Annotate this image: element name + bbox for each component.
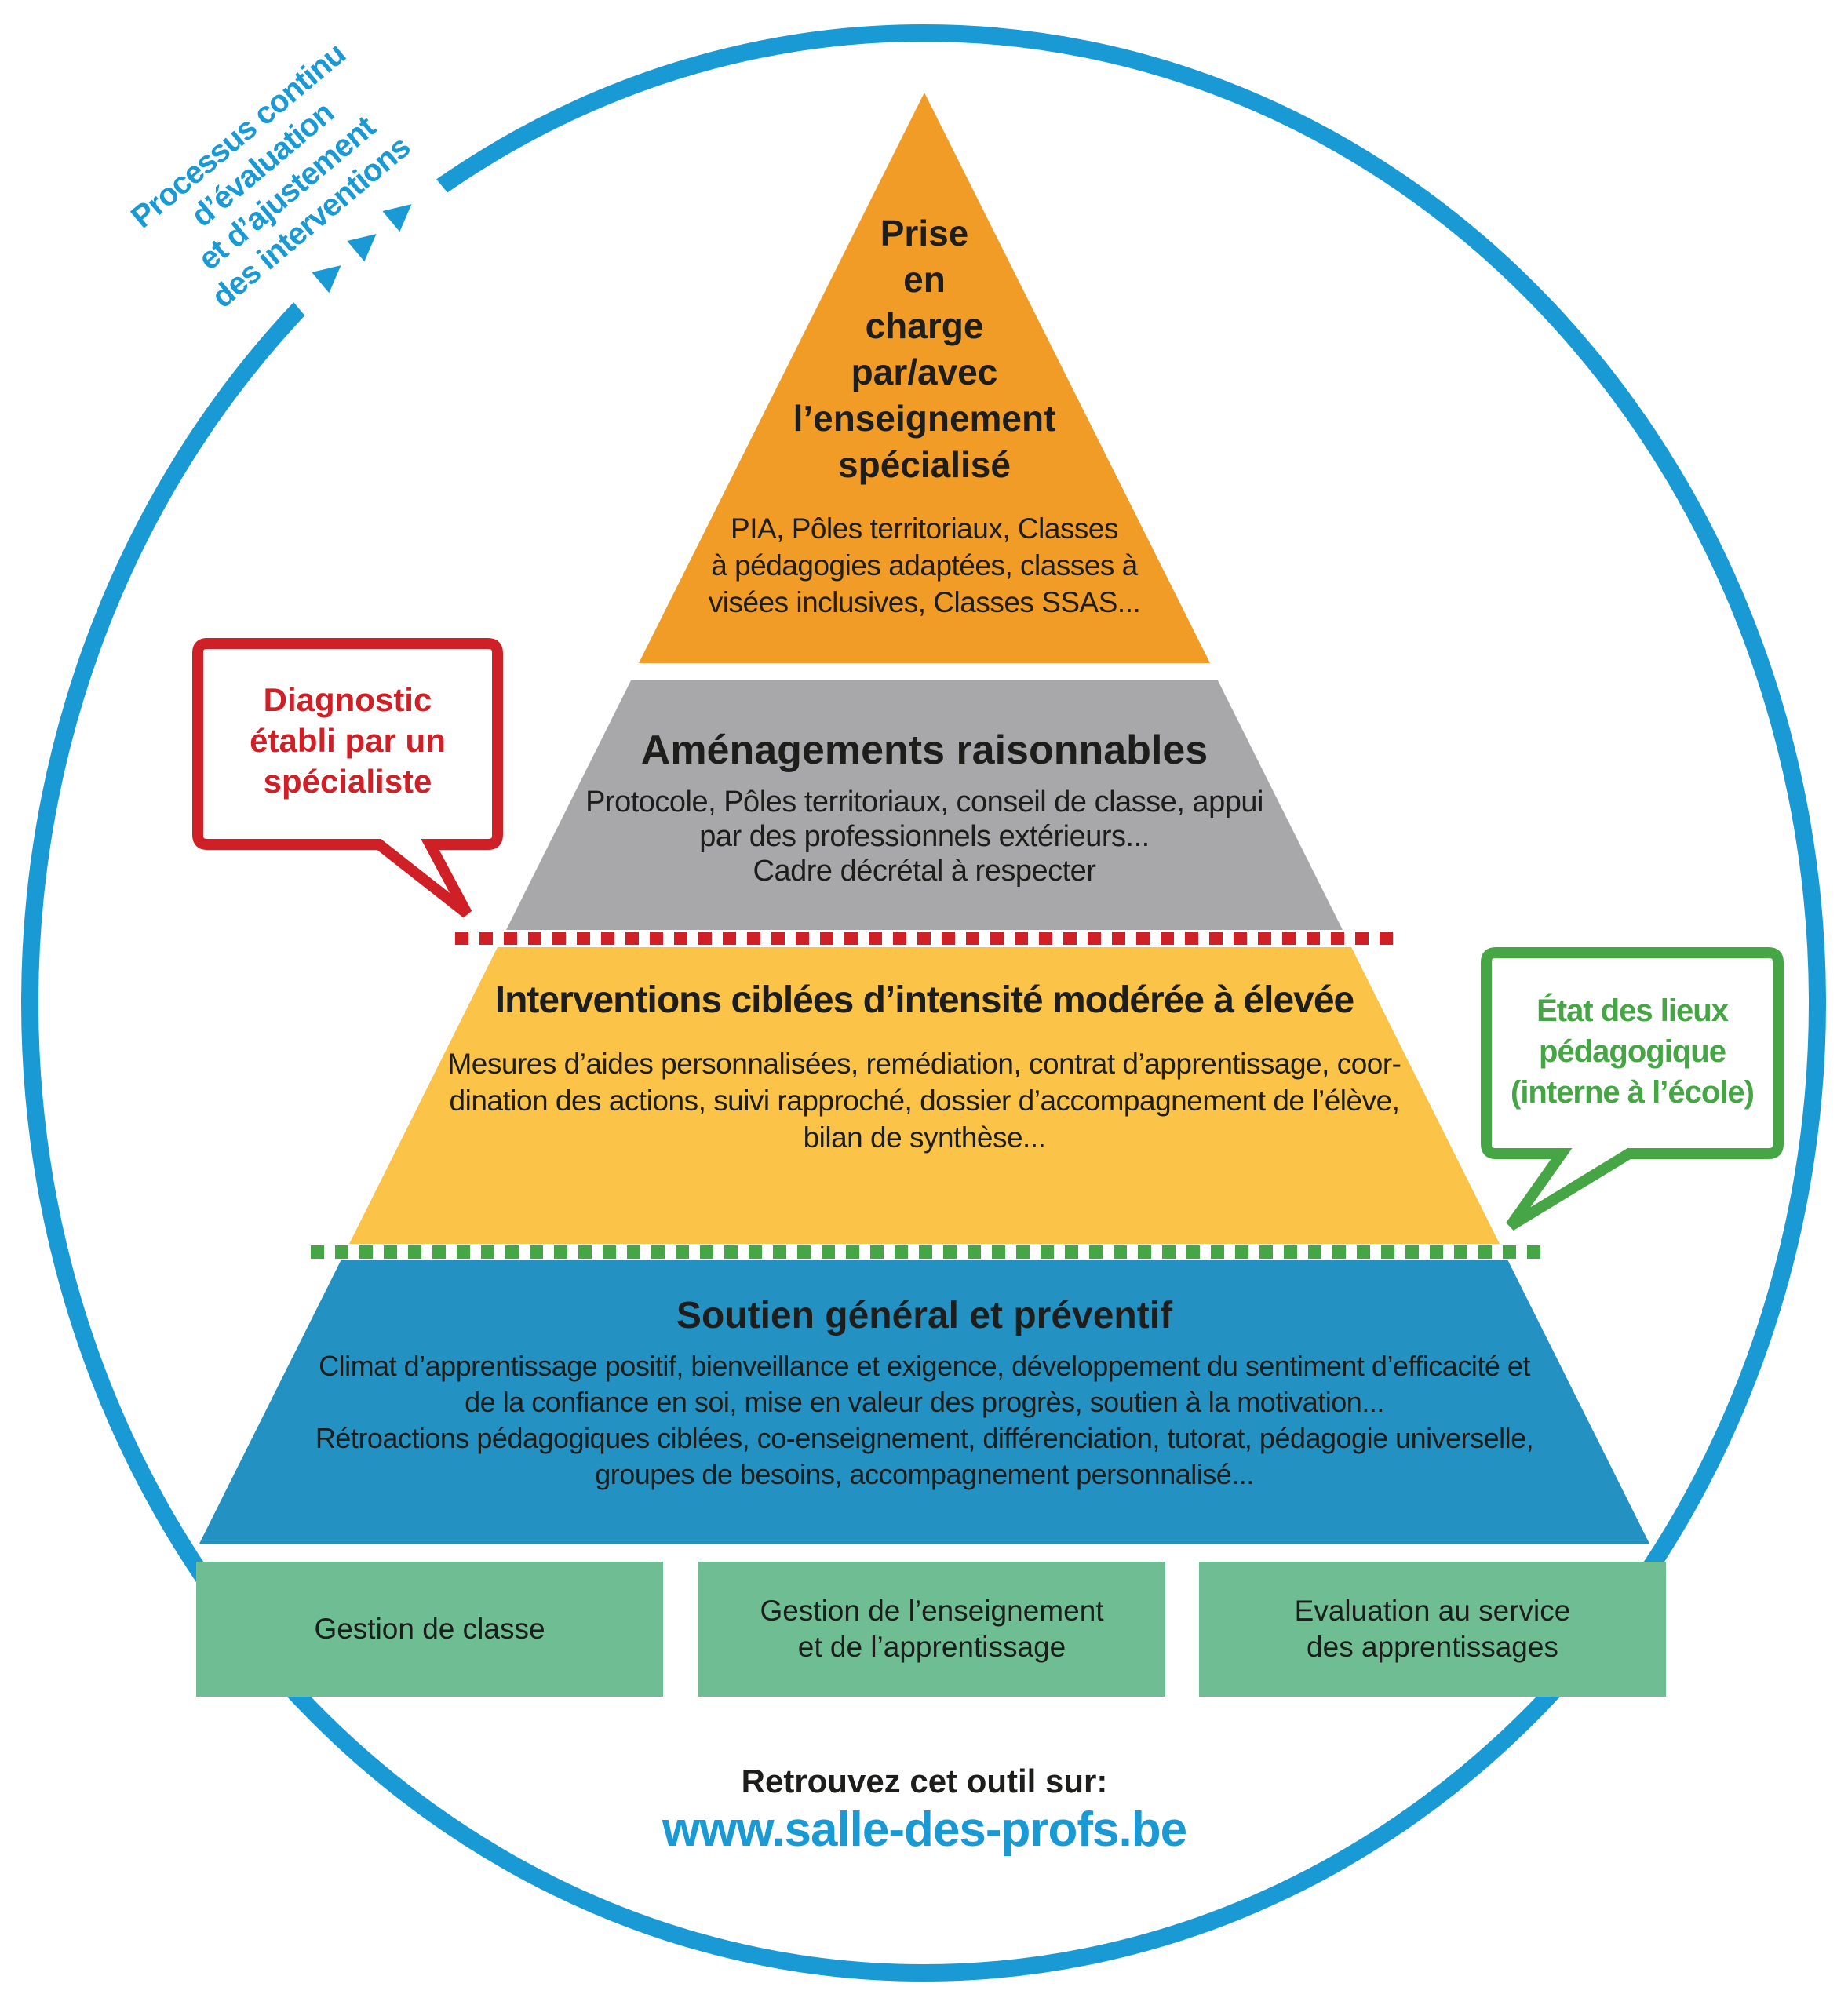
level-2-heading: Aménagements raisonnables [640,727,1208,773]
etat-des-lieux-callout-text: État des lieux pédagogique (interne à l’… [1511,994,1755,1110]
level-4-heading: Soutien général et préventif [676,1295,1173,1336]
level-1-details: PIA, Pôles territoriaux, Classes à pédag… [708,512,1141,618]
level-3-details: Mesures d’aides personnalisées, remédiat… [447,1048,1401,1154]
level-2-details: Protocole, Pôles territoriaux, conseil d… [585,786,1263,888]
foundation-box-gestion-de-classe: Gestion de classe [196,1562,663,1697]
foundation-box-label: Gestion de l’enseignement et de l’appren… [760,1595,1104,1663]
green-dashed-separator [311,1245,1540,1259]
level-3-heading: Interventions ciblées d’intensité modéré… [494,979,1354,1021]
diagnostic-callout-bubble [192,638,503,918]
footer-website-url: www.salle-des-profs.be [662,1803,1187,1857]
foundation-box-label: Evaluation au service des apprentissages [1294,1595,1571,1663]
level-4-details: Climat d’apprentissage positif, bienveil… [315,1350,1534,1490]
footer-find-label: Retrouvez cet outil sur: [741,1763,1108,1799]
foundation-box-label: Gestion de classe [314,1613,545,1645]
etat-des-lieux-callout-bubble [1481,947,1784,1231]
foundation-box-evaluation: Evaluation au service des apprentissages [1199,1562,1666,1697]
foundation-box-gestion-enseignement: Gestion de l’enseignement et de l’appren… [698,1562,1165,1697]
layer-reasonable-accommodations [506,680,1343,930]
layer-general-support [199,1260,1649,1544]
red-dashed-separator [455,932,1393,945]
diagnostic-callout-text: Diagnostic établi par un spécialiste [250,681,446,800]
layer-targeted-interventions [349,947,1500,1244]
level-1-heading: Prise en charge par/avec l’enseignement … [793,213,1056,485]
